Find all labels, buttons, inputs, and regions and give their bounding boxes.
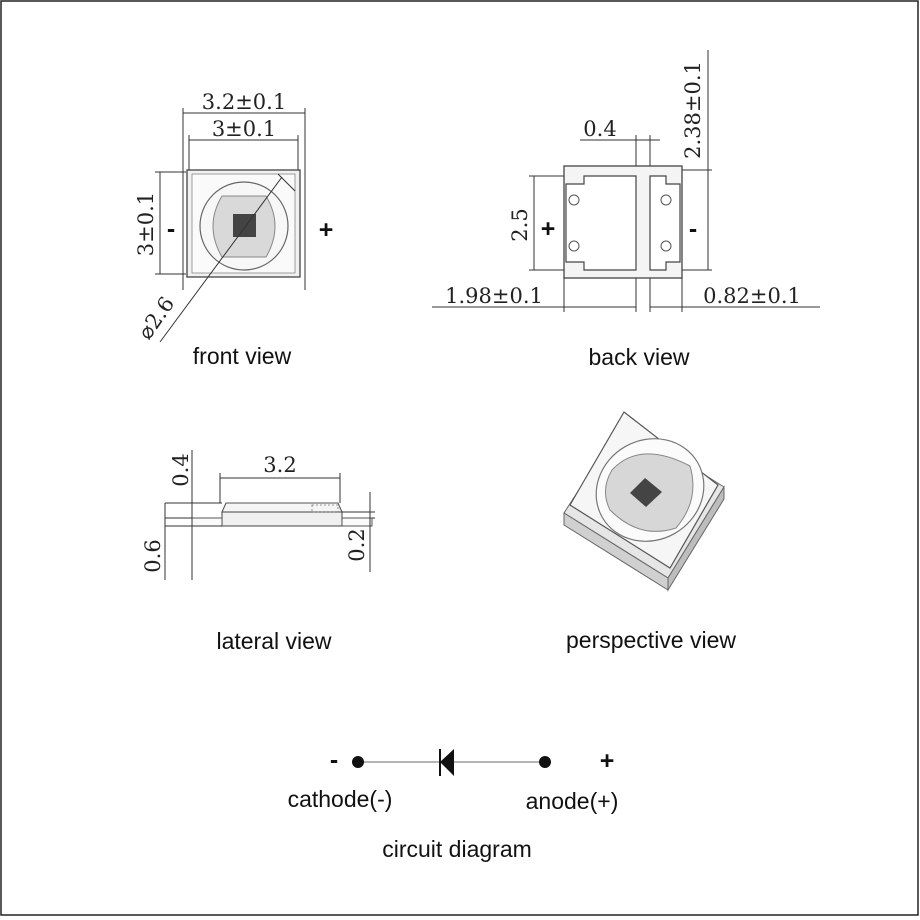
anode-terminal — [539, 756, 551, 768]
lateral-view-caption: lateral view — [216, 628, 331, 654]
back-cathode-pad — [649, 175, 681, 271]
anode-label: anode(+) — [526, 788, 619, 814]
front-height-label: 3±0.1 — [134, 192, 158, 256]
back-minus-sign: - — [689, 215, 697, 243]
front-plus-sign: + — [319, 216, 334, 244]
lateral-body — [221, 511, 343, 527]
front-outer-width-label: 3.2±0.1 — [202, 90, 286, 114]
lateral-base-thickness-label: 0.2 — [345, 528, 369, 561]
back-gap-label: 0.4 — [583, 117, 616, 141]
back-anode-pad — [565, 175, 637, 271]
diode-triangle — [440, 749, 454, 776]
circuit-cathode-sign: - — [330, 746, 338, 774]
lateral-lens-top — [221, 502, 343, 513]
diameter-leader — [159, 176, 283, 343]
circuit-diagram-caption: circuit diagram — [382, 836, 532, 862]
lateral-lead-right — [341, 517, 373, 527]
back-left-width-label: 1.98±0.1 — [445, 284, 543, 308]
front-inner-width-label: 3±0.1 — [212, 117, 276, 141]
lateral-lead-left — [191, 517, 223, 527]
back-via-hole — [568, 194, 580, 206]
perspective-chip — [630, 478, 662, 507]
front-diameter-label: ⌀2.6 — [133, 292, 179, 343]
back-total-height-label: 2.38±0.1 — [681, 61, 705, 159]
back-via-hole — [568, 240, 580, 252]
back-view: 0.4 2.38±0.1 2.5 1.98±0.1 0.82±0.1 + - b… — [432, 50, 820, 370]
front-minus-sign: - — [167, 215, 175, 243]
back-view-caption: back view — [589, 344, 690, 370]
cathode-terminal — [352, 756, 364, 768]
back-pad-height-label: 2.5 — [508, 208, 532, 241]
cathode-label: cathode(-) — [288, 786, 393, 812]
perspective-view: perspective view — [563, 411, 736, 653]
back-plus-sign: + — [541, 215, 556, 243]
lateral-length-label: 3.2 — [263, 453, 296, 477]
perspective-view-caption: perspective view — [566, 627, 736, 653]
front-corner-chamfer — [277, 173, 296, 192]
lateral-marking — [311, 504, 339, 513]
back-via-hole — [660, 240, 672, 252]
circuit-diagram: - + cathode(-) anode(+) circuit diagram — [288, 746, 619, 862]
circuit-anode-sign: + — [600, 747, 615, 775]
lateral-total-thickness-label: 0.6 — [141, 539, 165, 572]
front-view: 3.2±0.1 3±0.1 3±0.1 ⌀2.6 - + front view — [133, 90, 333, 369]
perspective-base-side-right — [667, 485, 725, 592]
front-view-caption: front view — [193, 343, 292, 369]
back-right-width-label: 0.82±0.1 — [703, 284, 801, 308]
lateral-top-thickness-label: 0.4 — [169, 453, 193, 486]
back-via-hole — [660, 194, 672, 206]
lateral-view: 3.2 0.4 0.6 0.2 lateral view — [141, 450, 375, 654]
